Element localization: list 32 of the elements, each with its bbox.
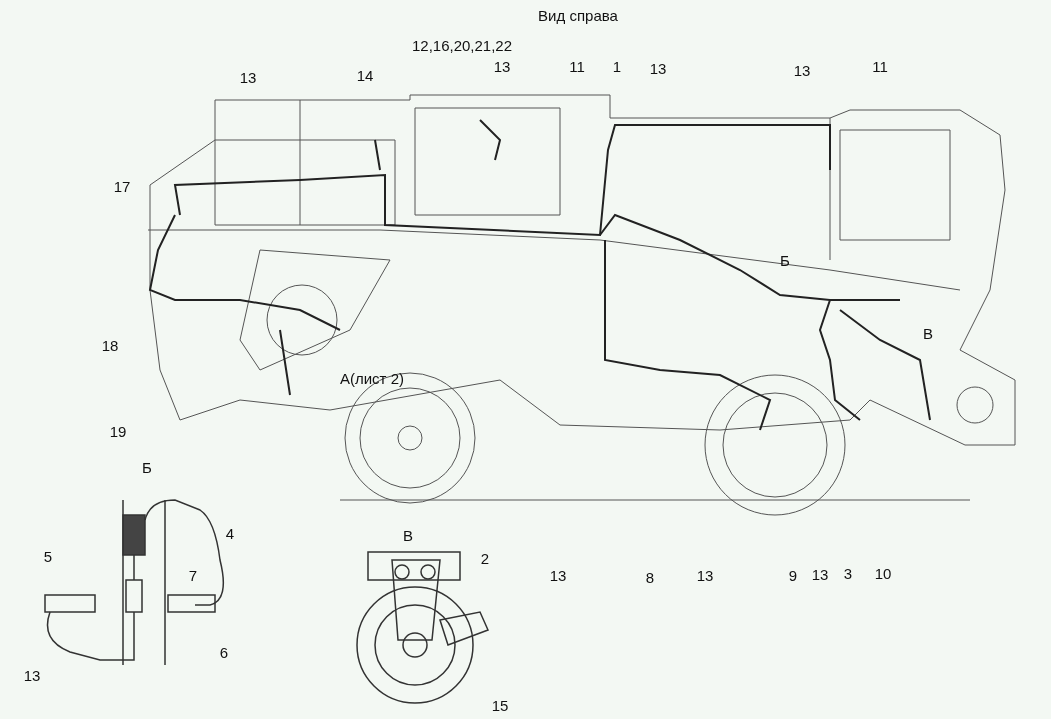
callout-number: 13 [811, 565, 829, 583]
callout-number: 6 [219, 643, 229, 661]
callout-number: 13 [793, 61, 811, 79]
callout-number: В [403, 526, 413, 544]
callout-number: 12,16,20,21,22 [411, 36, 513, 54]
callout-number: 13 [493, 57, 511, 75]
callout-number: 14 [356, 66, 374, 84]
callout-number: 17 [113, 177, 131, 195]
callout-number: 9 [788, 566, 798, 584]
callout-number: 2 [480, 549, 490, 567]
callout-number: Б [142, 458, 152, 476]
callout-number: 11 [872, 57, 888, 75]
callout-number: 15 [491, 696, 509, 714]
callout-number: 1 [612, 57, 622, 75]
callout-number: 18 [101, 336, 119, 354]
callout-number: 13 [696, 566, 714, 584]
callout-number: 13 [649, 59, 667, 77]
callout-number: 13 [239, 68, 257, 86]
callout-number: 3 [843, 564, 853, 582]
callout-number: 10 [874, 564, 892, 582]
callout-number: Б [780, 251, 790, 269]
callout-number: 13 [23, 666, 41, 684]
callout-number: 4 [225, 524, 235, 542]
callout-number: 11 [569, 57, 585, 75]
callout-number: 7 [188, 566, 198, 584]
callout-number: А(лист 2) [340, 369, 404, 387]
callout-number: В [923, 324, 933, 342]
view-title: Вид справа [538, 6, 618, 24]
callout-number: 19 [109, 422, 127, 440]
callout-number: 5 [43, 547, 53, 565]
callout-number: 13 [549, 566, 567, 584]
callout-number: 8 [645, 568, 655, 586]
